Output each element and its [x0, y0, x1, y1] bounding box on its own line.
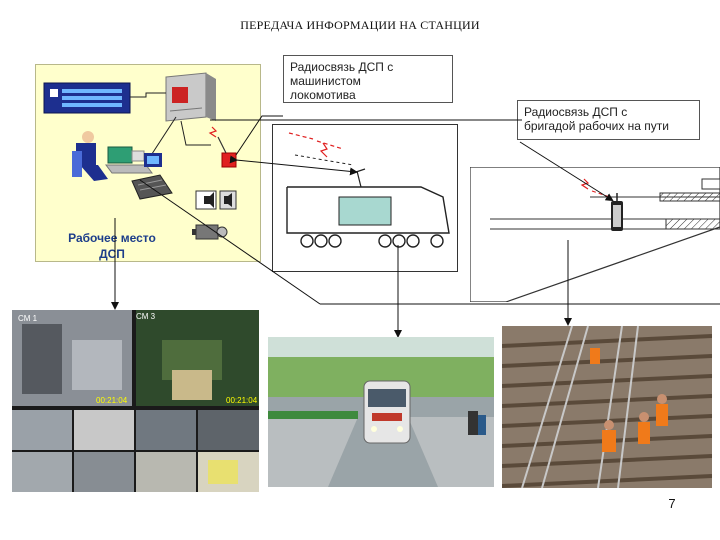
- display-board-icon: [43, 82, 131, 114]
- workplace-illustration: [43, 72, 237, 240]
- cctv-cam1-label: СМ 1: [18, 314, 38, 323]
- cctv-cam1-time: 00:21:04: [96, 396, 128, 405]
- track-crew-scene: [502, 326, 712, 488]
- monitor-2-icon: [144, 153, 162, 167]
- locomotive-drawing: [286, 132, 450, 248]
- callout-radio-driver: Радиосвязь ДСП с машинистом локомотива: [283, 55, 453, 103]
- walkie-talkie-icon: [611, 193, 623, 231]
- server-icon: [165, 72, 216, 122]
- cctv-cam3-label: СМ 3: [136, 312, 156, 321]
- speaker-icon: [195, 190, 237, 210]
- track-panel: [470, 167, 720, 302]
- slide-title: ПЕРЕДАЧА ИНФОРМАЦИИ НА СТАНЦИИ: [240, 18, 480, 32]
- callout-radio-crew: Радиосвязь ДСП с бригадой рабочих на пут…: [517, 100, 700, 140]
- track-crew-photo: [502, 326, 712, 488]
- page-number: 7: [668, 496, 676, 511]
- train-icon: [363, 380, 411, 444]
- locomotive-panel: [272, 124, 458, 272]
- station-train-photo: [268, 337, 494, 487]
- radio-waves: [288, 132, 344, 158]
- cctv-grid: [12, 310, 259, 492]
- operator-icon: [72, 131, 108, 181]
- cctv-monitor-photo: СМ 1 СМ 3 00:21:04 00:21:04: [12, 310, 259, 492]
- station-scene: [268, 337, 494, 487]
- track-drawing: [470, 167, 720, 302]
- cctv-cam3-time: 00:21:04: [226, 396, 258, 405]
- workplace-label: Рабочее место ДСП: [68, 231, 156, 261]
- worker-icon: [590, 348, 668, 452]
- wheels: [300, 234, 444, 248]
- monitor-icon: [105, 146, 153, 174]
